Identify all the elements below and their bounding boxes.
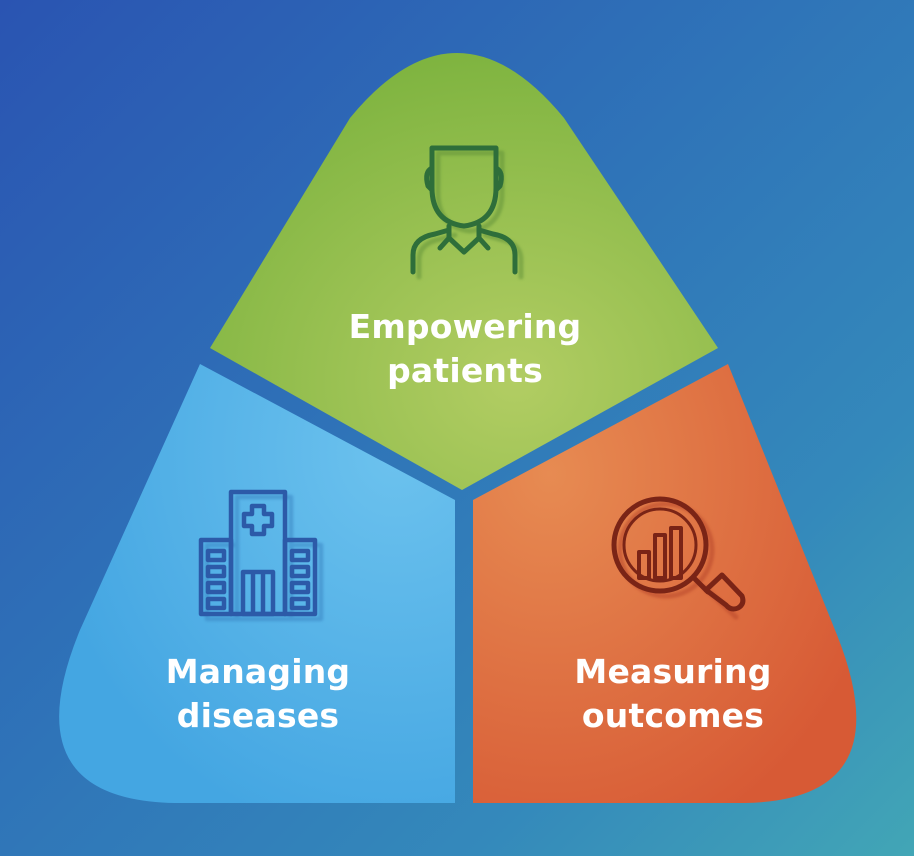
label-right-line1: Measuring: [574, 652, 772, 691]
label-measuring-outcomes: Measuring outcomes: [523, 650, 823, 738]
magnifier-chart-icon: [611, 496, 746, 620]
label-top-line2: patients: [387, 351, 543, 390]
label-managing-diseases: Managing diseases: [108, 650, 408, 738]
label-left-line2: diseases: [176, 696, 340, 735]
label-left-line1: Managing: [165, 652, 351, 691]
segment-top: [210, 53, 718, 490]
label-top-line1: Empowering: [348, 307, 582, 346]
label-right-line2: outcomes: [581, 696, 765, 735]
segment-left: [59, 364, 456, 803]
hospital-icon: [198, 489, 324, 622]
label-empowering-patients: Empowering patients: [315, 305, 615, 393]
person-icon: [410, 145, 524, 280]
segment-right: [473, 364, 857, 803]
